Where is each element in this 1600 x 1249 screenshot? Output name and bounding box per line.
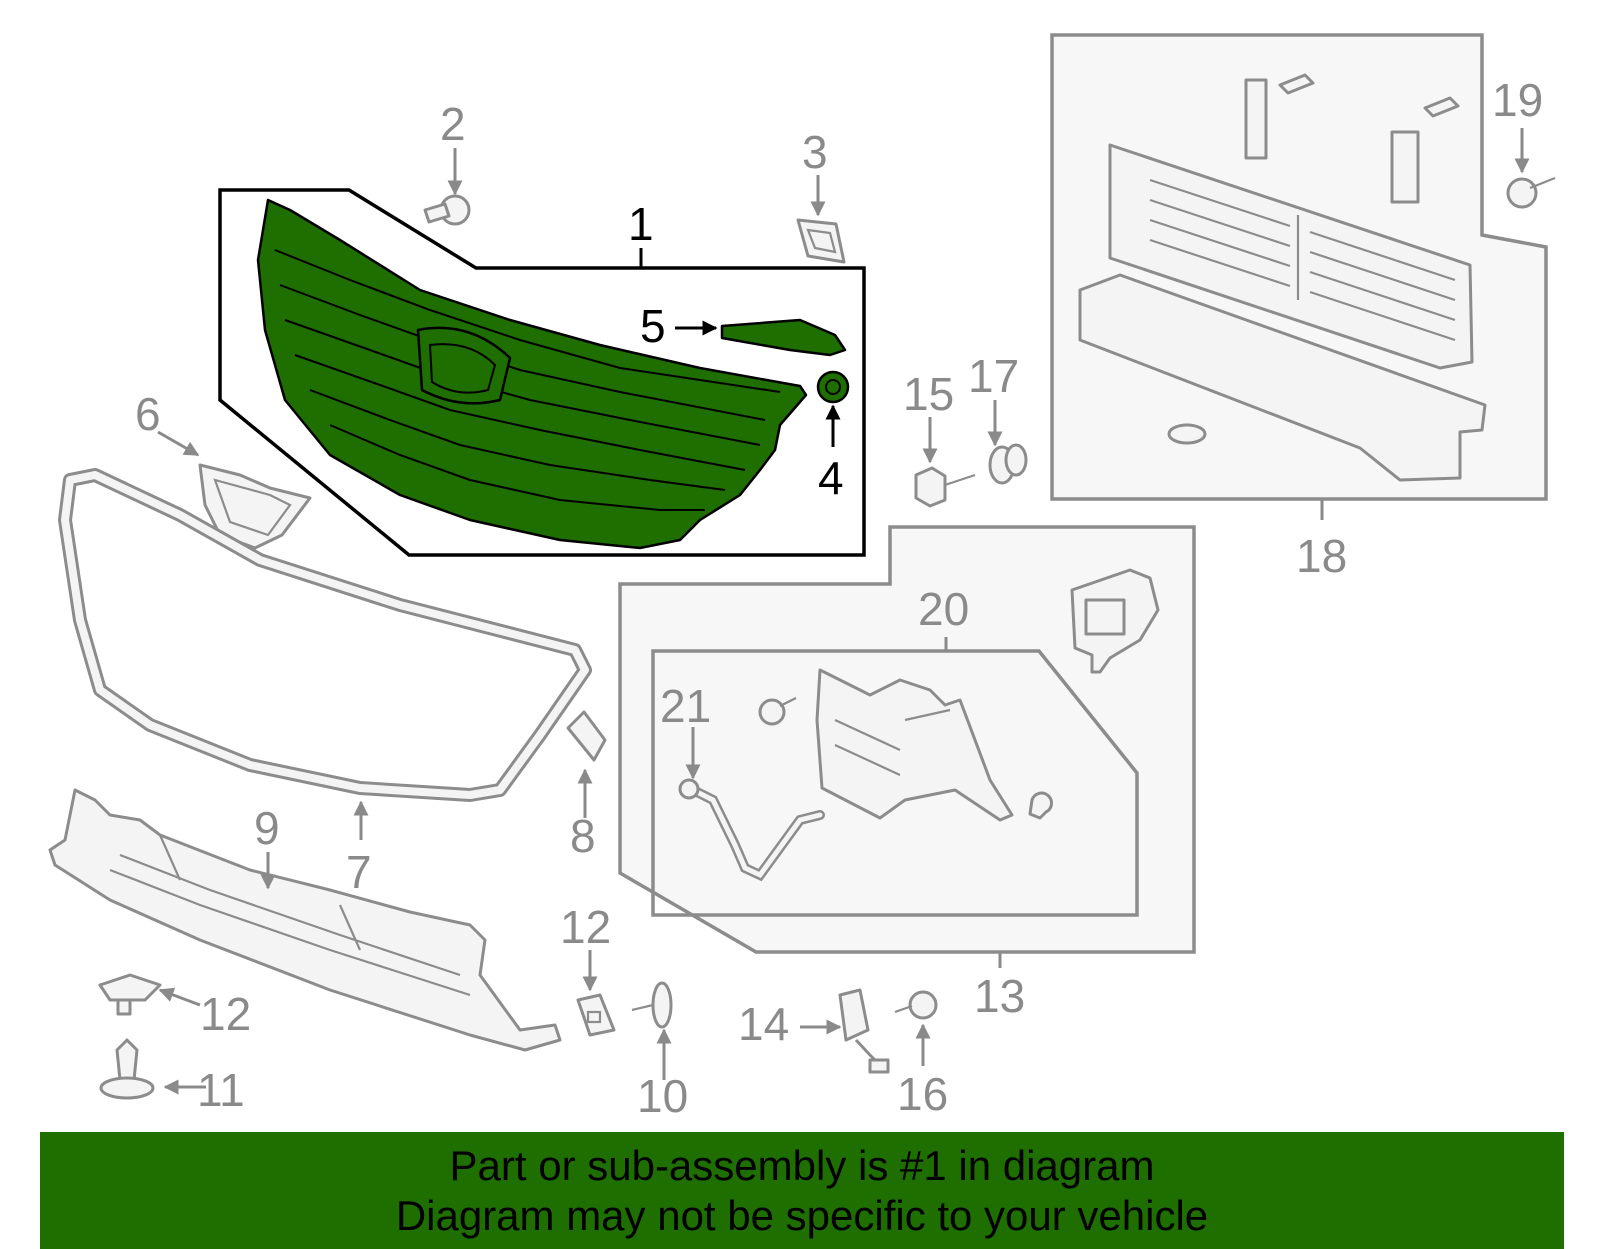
emblem-6-part: [198, 463, 312, 550]
callout-12-right: 12: [560, 901, 611, 953]
front-grille-part-highlighted: [256, 198, 808, 550]
callout-1: 1: [628, 198, 654, 250]
callout-14: 14: [738, 998, 789, 1050]
callout-12-left: 12: [200, 988, 251, 1040]
callout-19: 19: [1492, 74, 1543, 126]
callout-16: 16: [897, 1068, 948, 1120]
bolt-16-part: [894, 990, 938, 1020]
group-box-20: [651, 649, 1139, 917]
notice-banner: Part or sub-assembly is #1 in diagram Di…: [40, 1132, 1564, 1249]
sensor-14-part: [838, 988, 890, 1074]
clip-12-left-part: [98, 973, 162, 1016]
callout-21: 21: [660, 680, 711, 732]
callout-6: 6: [135, 388, 161, 440]
bolt-15-part: [914, 466, 976, 508]
push-pin-11-part: [99, 1038, 155, 1100]
callout-13: 13: [974, 970, 1025, 1022]
harness-21-part: [678, 778, 825, 882]
grommet-4-highlighted: [816, 370, 850, 404]
push-pin-10-part: [631, 981, 673, 1029]
notice-line-1: Part or sub-assembly is #1 in diagram: [449, 1141, 1155, 1189]
callout-8: 8: [570, 810, 596, 862]
clip-3-part: [796, 218, 846, 264]
callout-5: 5: [640, 300, 666, 352]
callout-20: 20: [918, 583, 969, 635]
callout-11: 11: [197, 1064, 245, 1116]
callout-10: 10: [637, 1070, 688, 1122]
sensor-bracket-part: [758, 668, 1054, 822]
callout-3: 3: [802, 126, 828, 178]
clip-8-part: [566, 710, 607, 762]
grille-bracket-5-highlighted: [720, 318, 847, 357]
callout-18: 18: [1296, 530, 1347, 582]
camera-module-part: [1070, 568, 1160, 674]
callout-2: 2: [440, 98, 466, 150]
bolt-19-part: [1506, 176, 1556, 209]
shutter-assembly-part: [1078, 73, 1487, 482]
callout-7: 7: [346, 846, 372, 898]
callout-9: 9: [254, 802, 280, 854]
callout-15: 15: [903, 368, 954, 420]
lower-grille-9-part: [48, 788, 562, 1052]
grommet-17-part: [988, 443, 1028, 485]
callout-17: 17: [968, 350, 1019, 402]
clip-12-right-part: [576, 993, 616, 1037]
bolt-2-part: [423, 194, 471, 226]
grille-surround-7-part: [58, 468, 592, 802]
callout-4: 4: [818, 452, 844, 504]
notice-line-2: Diagram may not be specific to your vehi…: [395, 1191, 1209, 1239]
